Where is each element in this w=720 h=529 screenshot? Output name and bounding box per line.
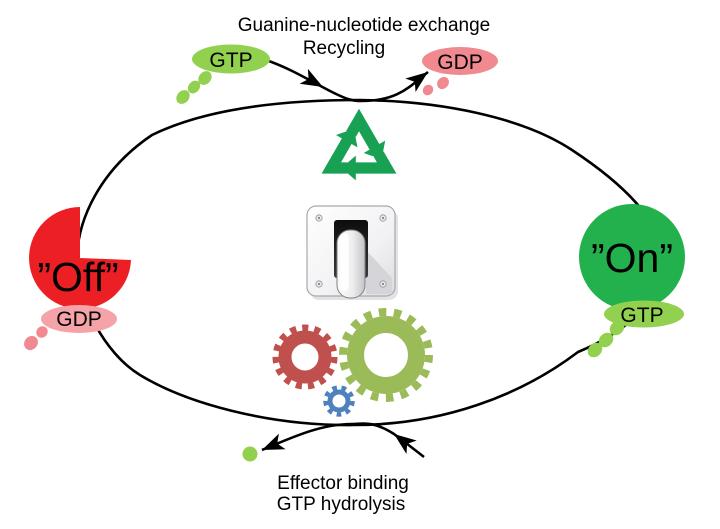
gdp-released-node: GDP — [422, 47, 498, 96]
switch-screws — [315, 214, 387, 288]
gdp-dot — [422, 84, 434, 96]
recycle-arm-1 — [341, 151, 397, 181]
exchange-curve — [265, 58, 429, 103]
recycle-icon — [321, 108, 397, 181]
off-state-node: ”Off” GDP — [24, 207, 131, 351]
hydrolysis-arrowhead-right — [394, 434, 417, 455]
off-gdp-ellipse — [41, 305, 117, 333]
hydrolysis-reaction-arrows — [242, 422, 425, 462]
green-gear — [339, 308, 433, 402]
top-caption-line1: Guanine-nucleotide exchange — [238, 15, 490, 36]
gear-train-icon — [272, 308, 433, 417]
on-gtp-label: GTP — [620, 304, 663, 327]
on-gtp-bead — [587, 342, 603, 358]
gtp-bead — [198, 71, 212, 85]
off-pacman-shape — [29, 207, 131, 309]
on-gtp-bead — [609, 320, 625, 336]
off-gdp-label: GDP — [56, 308, 102, 331]
top-caption-line2: Recycling — [303, 38, 385, 59]
bottom-caption-line1: Effector binding — [277, 473, 409, 494]
exchange-arrowhead-right — [405, 72, 428, 93]
blue-gear — [323, 385, 355, 417]
bottom-caption-line2: GTP hydrolysis — [277, 494, 405, 515]
top-caption: Guanine-nucleotide exchange Recycling — [238, 15, 490, 59]
recycle-arm-3 — [346, 108, 386, 160]
on-gtp-bead — [598, 332, 614, 348]
switch-lever-highlight — [340, 233, 349, 291]
gtp-incoming-ellipse — [192, 44, 270, 74]
exchange-arrowhead-left — [299, 68, 323, 87]
off-gdp-dot — [24, 335, 38, 351]
gdp-dot — [437, 76, 449, 90]
on-circle-shape — [579, 204, 685, 310]
recycle-arm-2 — [321, 128, 358, 174]
gtp-incoming-node: GTP — [176, 44, 270, 104]
exchange-reaction-arrows — [265, 58, 429, 103]
phosphate-dot — [242, 446, 258, 462]
on-gtp-ellipse — [604, 300, 684, 328]
gtp-bead — [187, 80, 201, 94]
on-state-label: ”On” — [591, 235, 673, 281]
bottom-caption: Effector binding GTP hydrolysis — [277, 473, 409, 515]
gdp-released-ellipse — [422, 47, 498, 75]
hydrolysis-arrowhead-left — [262, 433, 286, 450]
on-state-node: ”On” GTP — [579, 204, 685, 358]
off-state-label: ”Off” — [37, 254, 118, 300]
gtp-bead — [176, 90, 190, 104]
red-gear — [272, 324, 338, 390]
gdp-released-label: GDP — [437, 51, 483, 74]
light-switch-icon — [306, 205, 398, 300]
gtp-incoming-label: GTP — [209, 49, 252, 72]
off-gdp-dot — [36, 326, 48, 338]
